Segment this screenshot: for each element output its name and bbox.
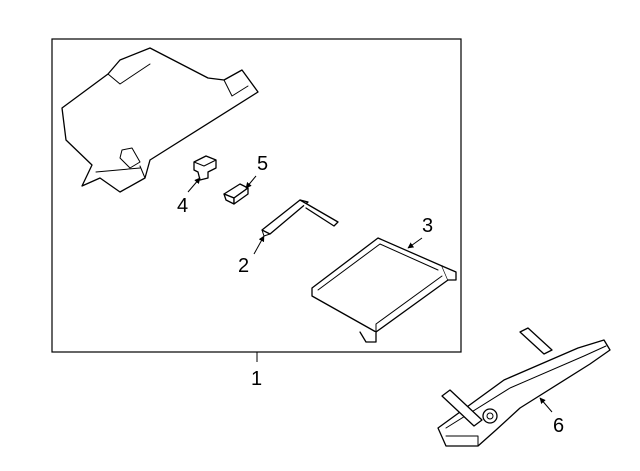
block-part [223, 183, 249, 205]
callout-2: 2 [238, 255, 249, 277]
leader-2 [253, 235, 265, 255]
callout-1: 1 [251, 368, 262, 390]
callout-5: 5 [257, 153, 268, 175]
clip-part [193, 155, 217, 181]
callout-3: 3 [422, 215, 433, 237]
leader-3 [407, 237, 423, 249]
leader-6 [539, 397, 553, 413]
lid-panel-part [311, 237, 457, 343]
hinge-base-part [437, 327, 611, 447]
bracket-part [261, 199, 339, 237]
callout-4: 4 [177, 195, 188, 217]
callout-6: 6 [553, 415, 564, 437]
leader-5 [245, 175, 257, 189]
leader-4 [187, 177, 201, 193]
upper-panel-part [61, 47, 259, 193]
